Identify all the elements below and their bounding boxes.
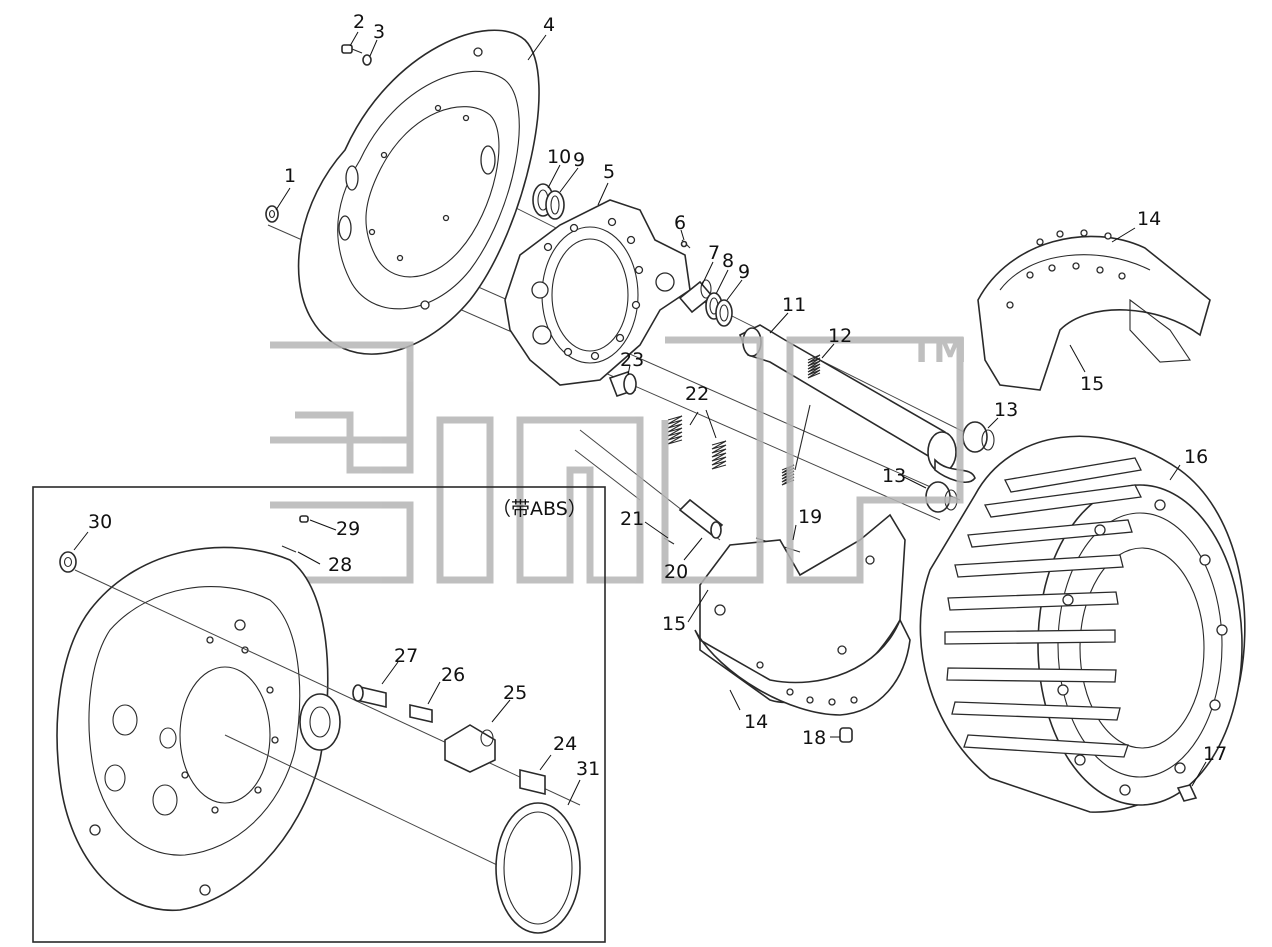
watermark-tm: TM xyxy=(910,331,967,371)
callout-5: 5 xyxy=(603,161,615,183)
abs-inset: （带ABS） xyxy=(32,486,606,943)
callout-23: 23 xyxy=(620,349,644,371)
callout-leaders xyxy=(73,31,1207,806)
brake-drum xyxy=(919,435,1246,813)
callout-1: 1 xyxy=(284,165,296,187)
callout-3: 3 xyxy=(373,21,385,43)
callout-2: 2 xyxy=(353,11,365,33)
callout-28: 28 xyxy=(328,554,352,576)
sensor-holder-25 xyxy=(444,724,496,773)
screw-29 xyxy=(299,515,309,523)
callout-13-upper: 13 xyxy=(994,399,1018,421)
abs-inset-label: （带ABS） xyxy=(492,498,587,520)
pin-28 xyxy=(281,545,297,553)
washer-3 xyxy=(362,54,372,66)
brake-shoe-upper xyxy=(977,229,1211,391)
abs-backing-plate xyxy=(56,546,341,912)
bolt-2 xyxy=(341,44,363,54)
sleeve-26 xyxy=(409,703,433,724)
callout-30: 30 xyxy=(88,511,112,533)
springs-22 xyxy=(667,415,727,470)
callout-11: 11 xyxy=(782,294,806,316)
nut-1 xyxy=(265,205,279,223)
seal-rings-10-9 xyxy=(532,183,565,220)
callout-22: 22 xyxy=(685,383,709,405)
watermark: TM xyxy=(270,331,967,584)
pin-6 xyxy=(680,239,691,249)
callout-10: 10 xyxy=(547,146,571,168)
brake-spider xyxy=(504,199,691,386)
callout-24: 24 xyxy=(553,733,577,755)
callout-7: 7 xyxy=(708,242,720,264)
callout-14-upper: 14 xyxy=(1137,208,1161,230)
callout-15-lower: 15 xyxy=(662,613,686,635)
bolt-24 xyxy=(519,768,546,796)
bolt-17 xyxy=(1176,784,1198,802)
callout-9-right: 9 xyxy=(738,261,750,283)
callout-4: 4 xyxy=(543,14,555,36)
seal-9b xyxy=(715,299,733,327)
dust-shield xyxy=(297,29,540,355)
callout-16: 16 xyxy=(1184,446,1208,468)
callout-6: 6 xyxy=(674,212,686,234)
tone-ring-31 xyxy=(495,802,581,934)
brake-shoe-lower xyxy=(694,513,911,716)
callout-numbers: 1 2 3 4 5 6 7 8 9 9 10 11 12 13 13 14 14… xyxy=(88,11,1227,780)
nut-30 xyxy=(59,551,77,573)
callout-29: 29 xyxy=(336,518,360,540)
callout-17: 17 xyxy=(1203,743,1227,765)
roller-13a xyxy=(962,421,995,453)
bolt-23 xyxy=(608,371,637,397)
callout-26: 26 xyxy=(441,664,465,686)
callout-9-left: 9 xyxy=(573,149,585,171)
callout-13-lower: 13 xyxy=(882,465,906,487)
bolt-18 xyxy=(839,727,853,743)
callout-21: 21 xyxy=(620,508,644,530)
callout-8: 8 xyxy=(722,250,734,272)
callout-14-lower: 14 xyxy=(744,711,768,733)
callout-20: 20 xyxy=(664,561,688,583)
anchor-pin-20 xyxy=(678,498,724,539)
drum-cooling-fins xyxy=(944,457,1142,758)
callout-27: 27 xyxy=(394,645,418,667)
callout-31: 31 xyxy=(576,758,600,780)
callout-15-upper: 15 xyxy=(1080,373,1104,395)
sensor-bushing-27 xyxy=(352,684,387,709)
callout-12: 12 xyxy=(828,325,852,347)
callout-18: 18 xyxy=(802,727,826,749)
callout-25: 25 xyxy=(503,682,527,704)
callout-19: 19 xyxy=(798,506,822,528)
